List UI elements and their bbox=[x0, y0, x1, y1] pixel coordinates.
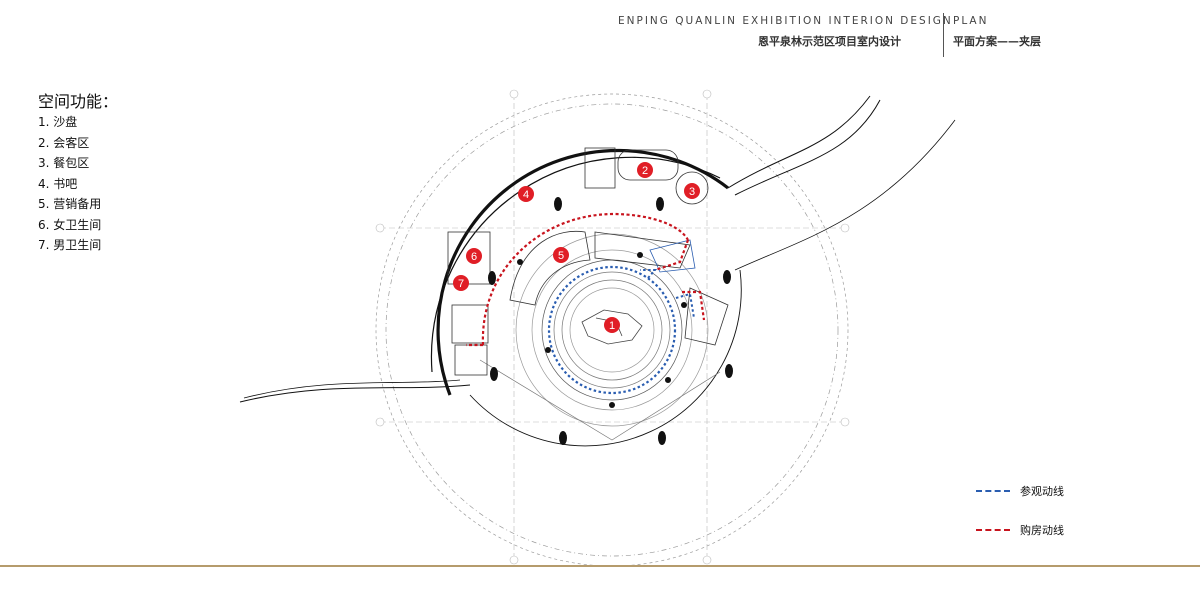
functions-list: 1. 沙盘 2. 会客区 3. 餐包区 4. 书吧 5. 营销备用 6. 女卫生… bbox=[38, 112, 101, 256]
circulation-routes bbox=[466, 212, 706, 395]
structural-columns bbox=[488, 197, 733, 445]
header-plan-subtitle: 平面方案——夹层 bbox=[953, 35, 1041, 48]
function-item: 5. 营销备用 bbox=[38, 197, 102, 211]
function-item: 7. 男卫生间 bbox=[38, 238, 102, 252]
legend-item-purchase: 购房动线 bbox=[976, 520, 1064, 540]
function-item: 2. 会客区 bbox=[38, 135, 90, 150]
zone-marker-number: 4 bbox=[523, 189, 529, 201]
zone-marker-number: 5 bbox=[558, 250, 564, 262]
function-item: 3. 餐包区 bbox=[38, 156, 90, 170]
header-title-cn: 恩平泉林示范区项目室内设计 bbox=[758, 35, 901, 48]
interior-rooms bbox=[447, 147, 729, 376]
zone-marker-number: 7 bbox=[458, 278, 464, 290]
zone-marker bbox=[604, 317, 620, 333]
route-legend: 参观动线 购房动线 bbox=[976, 481, 1064, 559]
function-item: 6. 女卫生间 bbox=[38, 217, 102, 232]
zone-marker bbox=[684, 183, 700, 199]
purchase-route-swatch bbox=[976, 529, 1010, 531]
zone-marker-number: 6 bbox=[471, 251, 477, 263]
visit-route-swatch bbox=[976, 490, 1010, 492]
zone-marker bbox=[553, 247, 569, 263]
function-item: 4. 书吧 bbox=[38, 176, 78, 191]
zone-marker-number: 2 bbox=[642, 165, 648, 177]
footer-rule bbox=[0, 565, 1200, 567]
zone-marker bbox=[518, 186, 534, 202]
legend-label: 参观动线 bbox=[1020, 485, 1064, 498]
zone-marker-number: 3 bbox=[689, 186, 695, 198]
zone-marker bbox=[453, 275, 469, 291]
legend-item-visit: 参观动线 bbox=[976, 481, 1064, 501]
zone-marker bbox=[466, 248, 482, 264]
legend-label: 购房动线 bbox=[1020, 524, 1064, 537]
zone-marker bbox=[637, 162, 653, 178]
functions-title: 空间功能： bbox=[38, 92, 119, 111]
header-title-en: ENPING QUANLIN EXHIBITION INTERION DESIG… bbox=[618, 15, 953, 27]
function-item: 1. 沙盘 bbox=[38, 115, 78, 129]
header-plan-label: PLAN bbox=[953, 15, 989, 27]
zone-marker-number: 1 bbox=[609, 320, 615, 332]
header-divider bbox=[943, 13, 944, 57]
zone-markers: 1 2 3 4 5 6 7 bbox=[453, 162, 700, 333]
building-walls bbox=[239, 95, 956, 447]
